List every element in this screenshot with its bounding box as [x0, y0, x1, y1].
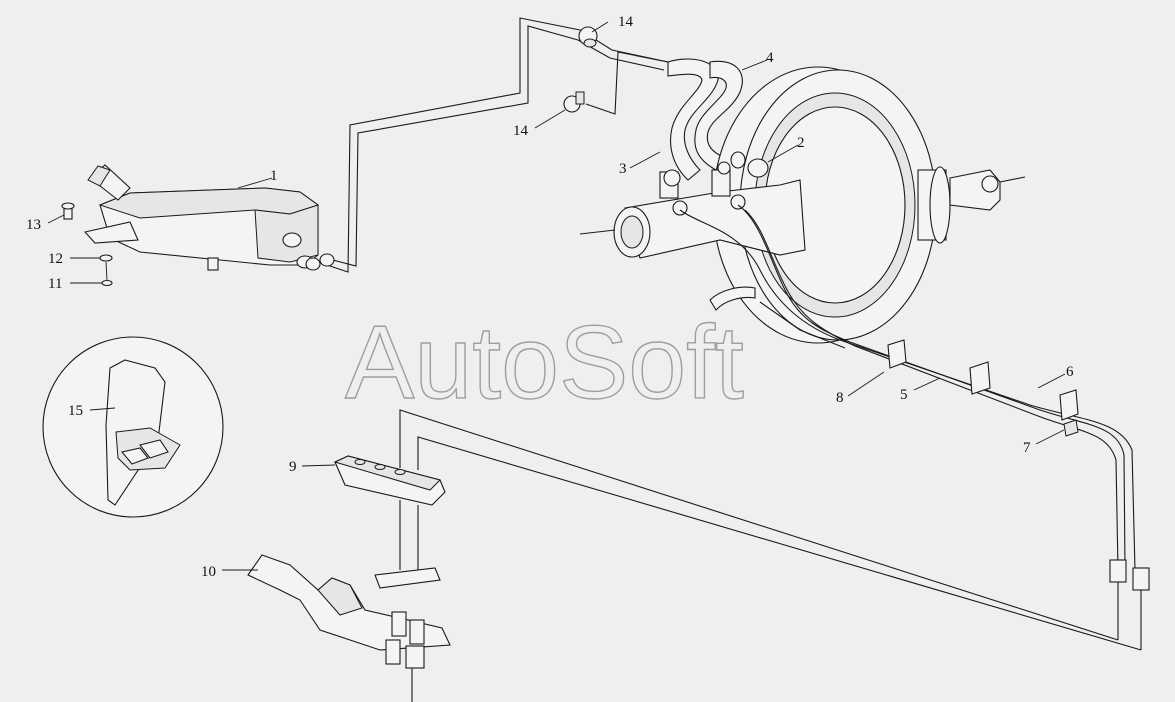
callout-14-upper: 14	[618, 14, 634, 30]
callout-1: 1	[270, 168, 278, 184]
brake-line-clips	[887, 339, 1079, 437]
vacuum-hose-stub	[709, 286, 756, 311]
pedal-bracket	[247, 554, 451, 702]
leader-lines	[47, 21, 1066, 571]
callout-4: 4	[766, 50, 774, 66]
brake-fluid-reservoir	[83, 164, 335, 271]
brake-lines	[679, 204, 1136, 571]
callout-7: 7	[1023, 440, 1031, 456]
callout-10: 10	[201, 564, 216, 580]
callout-11: 11	[48, 276, 62, 292]
callout-5: 5	[900, 387, 908, 403]
callout-2: 2	[797, 135, 805, 151]
detail-circle	[42, 336, 224, 518]
callout-9: 9	[289, 459, 297, 475]
callout-12: 12	[48, 251, 63, 267]
brake-line-fittings	[1109, 559, 1150, 650]
callout-14-lower: 14	[513, 123, 529, 139]
pedal-feed-lines	[399, 409, 1142, 651]
master-cylinder	[579, 151, 806, 259]
callout-13: 13	[26, 217, 41, 233]
callout-8: 8	[836, 390, 844, 406]
callout-6: 6	[1066, 364, 1074, 380]
brake-booster	[712, 66, 1026, 344]
reservoir-feed-lines	[317, 17, 669, 273]
pedal-pad	[333, 455, 446, 506]
watermark-text: AutoSoft	[345, 305, 744, 421]
callout-15: 15	[68, 403, 83, 419]
hose-clamp-lower	[563, 91, 585, 113]
callout-labels: 1 2 3 4 5 6 7 8 9 10 11 12 13 14 14 15	[26, 14, 1074, 580]
hose-clamp-upper	[578, 26, 598, 48]
callout-3: 3	[619, 161, 627, 177]
